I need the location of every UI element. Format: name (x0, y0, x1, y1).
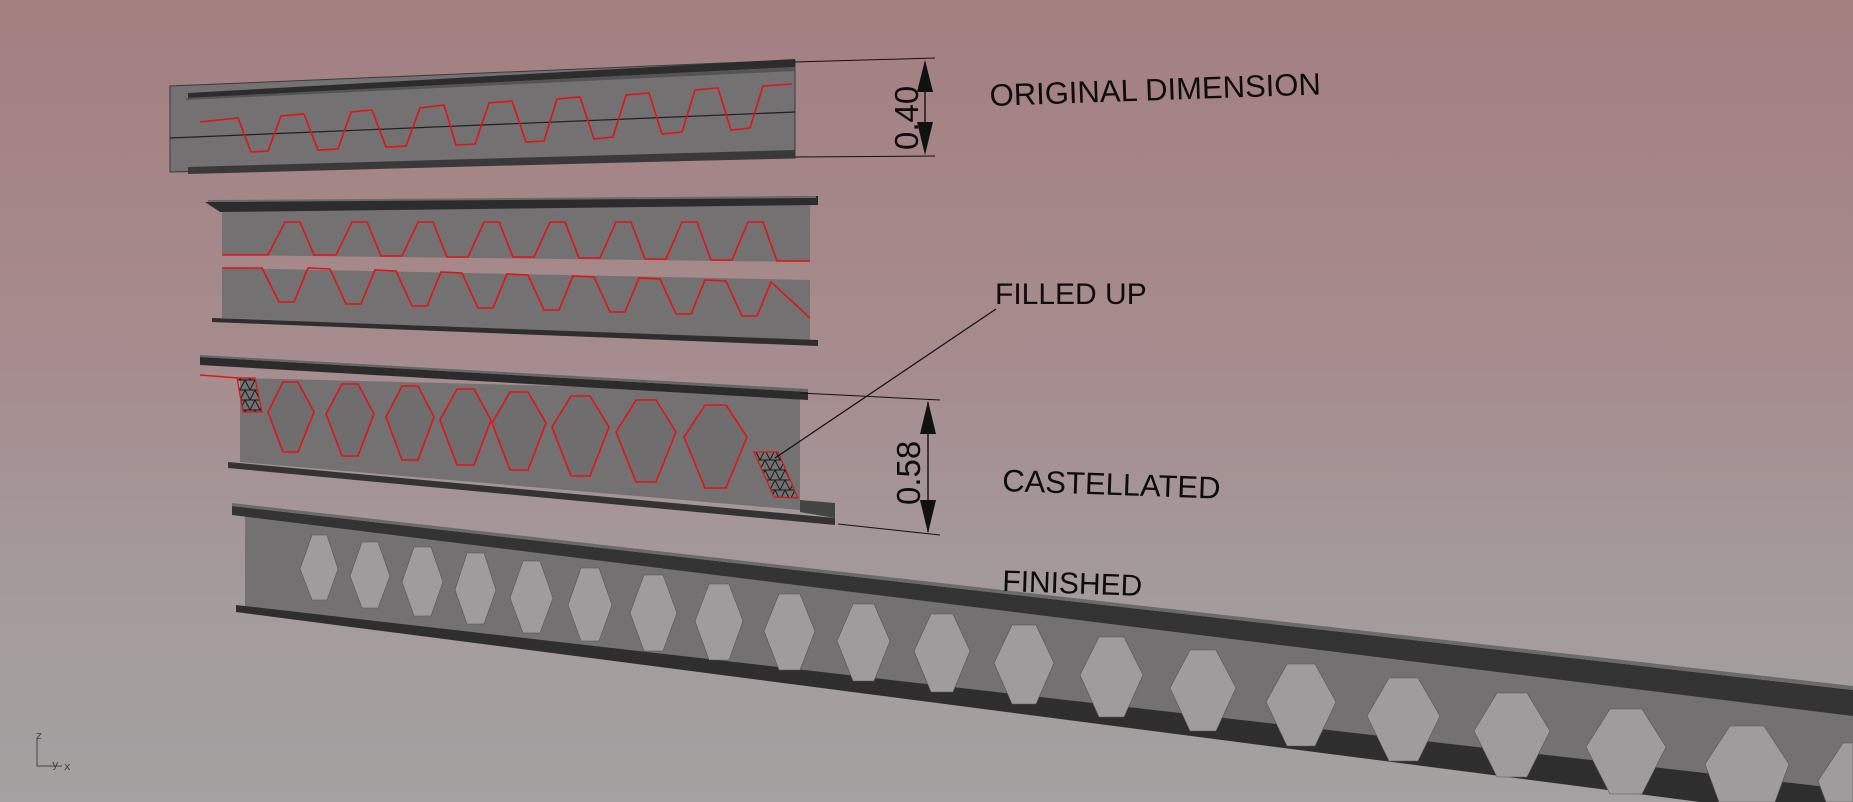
cut-beam-lower-cut-line (222, 267, 811, 319)
filled-up-label: FILLED UP (995, 278, 1147, 311)
castellated-beam (199, 355, 835, 525)
filled-up-leader-line (774, 308, 997, 459)
finished-opening (763, 593, 816, 671)
original-dimension-label: ORIGINAL DIMENSION (989, 66, 1321, 113)
castellated-dimension: 0.58 (799, 392, 941, 536)
finished-label: FINISHED (1002, 565, 1143, 603)
dim-arrow-up (920, 401, 936, 434)
finished-beam-bottom-flange (236, 605, 1853, 802)
finished-opening (913, 613, 971, 693)
cut-beam-upper-flange (205, 196, 818, 212)
axis-x-label: x (64, 760, 71, 773)
finished-opening (1265, 663, 1337, 747)
cut-beam-upper-half (222, 198, 810, 262)
finished-openings (299, 534, 1853, 802)
dim-arrow-down (920, 500, 936, 533)
cut-beam (205, 196, 818, 346)
finished-beam-top-flange (232, 506, 1853, 716)
castellated-opening (267, 381, 315, 453)
filled-plate-right (753, 451, 799, 499)
castellated-opening (325, 383, 375, 457)
castellated-beam-bottom-flange (228, 462, 835, 525)
axis-y-label: y (52, 758, 59, 771)
dim-arrow-up (917, 60, 933, 92)
finished-opening (509, 560, 554, 634)
castellated-beam-top-flange (200, 357, 808, 400)
filled-plate-left (236, 377, 263, 413)
original-depth-value: 0.40 (888, 86, 925, 150)
castellated-label: CASTELLATED (1002, 463, 1221, 506)
finished-opening (836, 603, 891, 682)
finished-opening (1585, 708, 1667, 795)
finished-opening (567, 567, 613, 642)
castellated-opening (615, 399, 677, 483)
finished-opening (1079, 636, 1144, 718)
dim-arrow-down (917, 122, 933, 155)
axis-z-label: z (36, 729, 42, 742)
finished-opening (1366, 677, 1441, 762)
original-dimension: 0.40 (794, 57, 936, 158)
finished-opening (1473, 692, 1551, 778)
castellated-opening (385, 385, 435, 461)
original-beam-top-flange (188, 59, 795, 98)
finished-opening (454, 552, 497, 625)
finished-opening (299, 534, 339, 601)
finished-opening (401, 546, 444, 617)
finished-beam (232, 503, 1853, 802)
castellated-opening (551, 395, 610, 477)
original-beam-bottom-flange (188, 150, 795, 174)
original-beam (169, 59, 796, 174)
castellated-opening (683, 404, 748, 489)
finished-opening (1704, 725, 1790, 802)
finished-opening (349, 541, 391, 609)
finished-opening (694, 583, 744, 661)
finished-opening (629, 574, 678, 652)
finished-opening (1169, 649, 1237, 732)
castellated-depth-value: 0.58 (890, 441, 927, 505)
finished-opening (993, 624, 1055, 705)
cut-beam-lower-flange (212, 318, 818, 346)
castellated-opening (439, 388, 492, 466)
axis-triad-icon: z y x (36, 729, 71, 773)
finished-opening (1817, 742, 1853, 802)
castellated-openings (267, 381, 748, 489)
cut-beam-upper-cut-line (222, 221, 810, 262)
original-cut-line (199, 83, 793, 153)
castellated-opening (491, 391, 547, 471)
